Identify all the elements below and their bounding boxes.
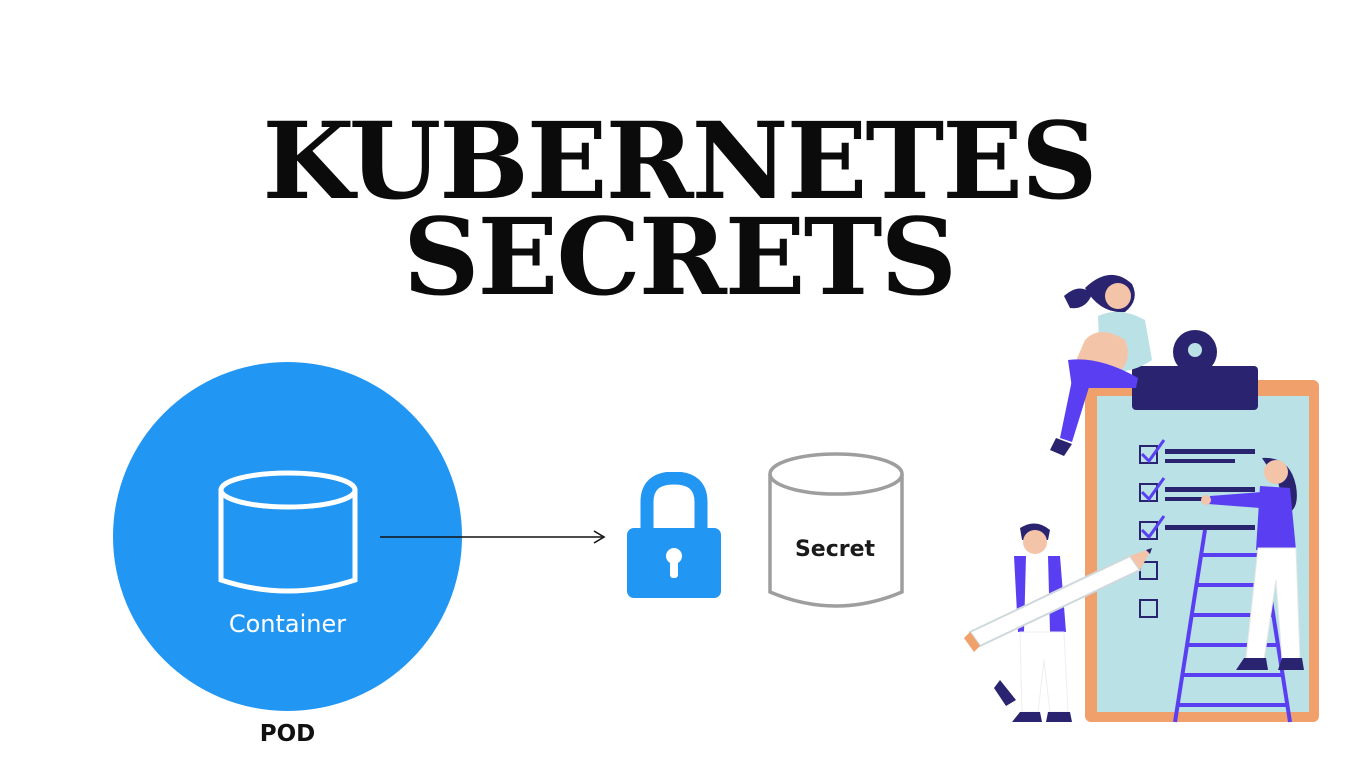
person-sitting (1050, 274, 1152, 456)
person-on-ladder (1201, 457, 1304, 670)
clipboard-clip (1132, 366, 1258, 410)
title-line-2: SECRETS (402, 194, 957, 319)
container-cylinder-icon (218, 470, 358, 594)
team-checklist-illustration (964, 274, 1319, 723)
title-line-1: KUBERNETES (262, 98, 1097, 223)
secret-label: Secret (794, 537, 876, 562)
container-label: Container (228, 610, 347, 638)
pod-label: POD (259, 721, 316, 747)
pencil-icon (964, 548, 1152, 652)
secret-cylinder-icon (768, 452, 904, 608)
arrow (380, 530, 606, 544)
lock-icon (627, 472, 721, 598)
checklist-rows (1139, 439, 1255, 618)
person-with-pencil (964, 523, 1152, 722)
